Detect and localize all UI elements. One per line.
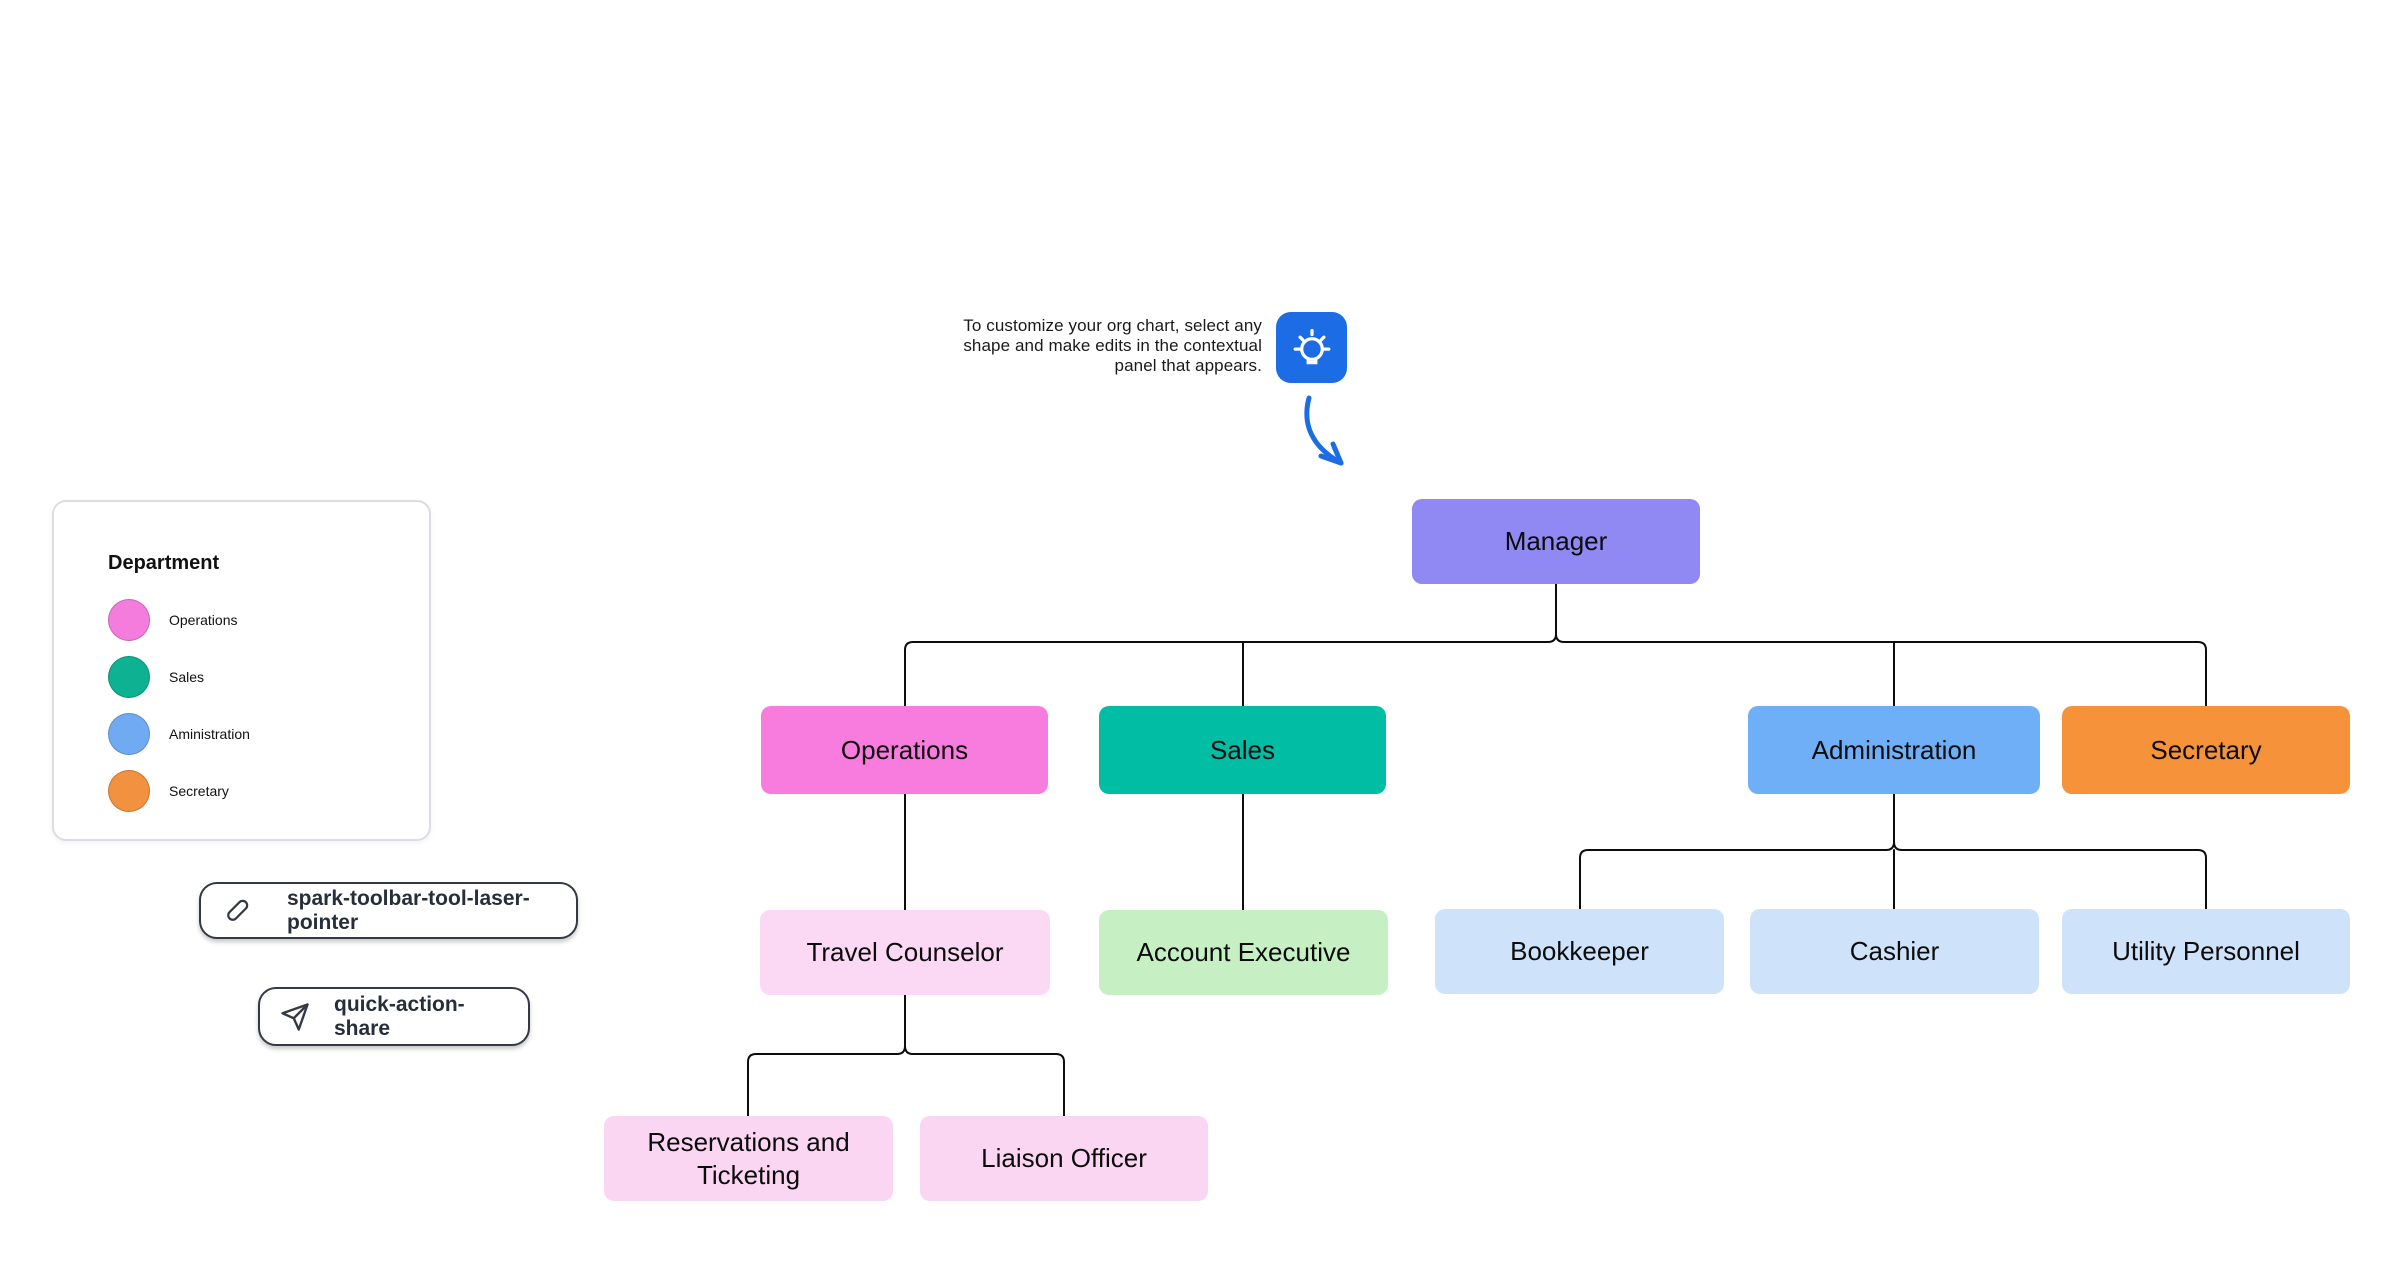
legend-panel[interactable]: Department Operations Sales Aministratio… [52, 500, 431, 841]
legend-item-label: Sales [169, 669, 205, 685]
legend-swatch-operations [108, 599, 150, 641]
org-node-secretary[interactable]: Secretary [2062, 706, 2350, 794]
tip-arrow [1304, 395, 1344, 466]
org-node-sales[interactable]: Sales [1099, 706, 1386, 794]
share-quick-action-button[interactable]: quick-action-share [258, 987, 530, 1046]
legend-swatch-sales [108, 656, 150, 698]
org-node-liaison-officer[interactable]: Liaison Officer [920, 1116, 1208, 1201]
tip-text: To customize your org chart, select any … [963, 316, 1262, 376]
org-node-account-executive[interactable]: Account Executive [1099, 910, 1388, 995]
laser-pointer-tool-button[interactable]: spark-toolbar-tool-laser-pointer [199, 882, 578, 939]
legend-rows: Operations Sales Aministration Secretary [108, 599, 250, 827]
tip-line: shape and make edits in the contextual [963, 336, 1262, 355]
org-node-travel-counselor[interactable]: Travel Counselor [760, 910, 1050, 995]
lightbulb-icon [1276, 312, 1356, 392]
legend-item: Secretary [108, 770, 250, 812]
pen-icon [227, 899, 249, 921]
org-node-manager[interactable]: Manager [1412, 499, 1700, 584]
legend-item-label: Operations [169, 612, 238, 628]
org-node-cashier[interactable]: Cashier [1750, 909, 2039, 994]
tip-line: To customize your org chart, select any [963, 316, 1262, 335]
org-node-administration[interactable]: Administration [1748, 706, 2040, 794]
paper-plane-icon [281, 1002, 309, 1031]
legend-swatch-secretary [108, 770, 150, 812]
laser-pointer-tool-label: spark-toolbar-tool-laser-pointer [287, 886, 530, 934]
legend-item: Sales [108, 656, 250, 698]
legend-item: Operations [108, 599, 250, 641]
legend-swatch-administration [108, 713, 150, 755]
legend-item-label: Aministration [169, 726, 250, 742]
legend-title: Department [108, 552, 220, 574]
org-node-reservations-and-ticketing[interactable]: Reservations and Ticketing [604, 1116, 893, 1201]
legend-item-label: Secretary [169, 783, 229, 799]
share-quick-action-label: quick-action-share [334, 992, 465, 1040]
tip-line: panel that appears. [1114, 356, 1262, 375]
org-node-operations[interactable]: Operations [761, 706, 1048, 794]
org-node-bookkeeper[interactable]: Bookkeeper [1435, 909, 1724, 994]
legend-item: Aministration [108, 713, 250, 755]
org-node-utility-personnel[interactable]: Utility Personnel [2062, 909, 2350, 994]
